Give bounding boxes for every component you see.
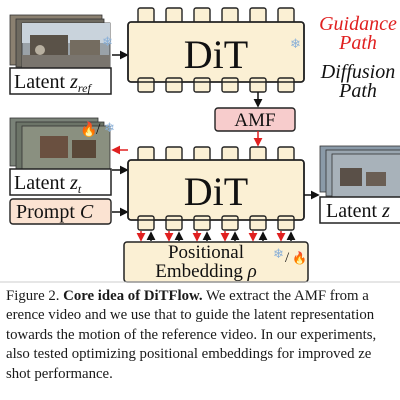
legend-diffusion-line2: Path — [338, 80, 377, 102]
reference-video-frames — [9, 14, 111, 72]
caption-line-4: also tested optimizing positional embedd… — [6, 346, 372, 363]
latent-ref-z: z — [69, 71, 78, 93]
caption-line-5: shot performance. — [6, 365, 113, 382]
caption-line-3: towards the motion of the reference vide… — [6, 326, 377, 343]
snowflake-icon: ❄ — [290, 36, 301, 51]
legend-guidance-line2: Path — [338, 32, 377, 54]
pos-emb-line1: Positional — [168, 242, 244, 263]
latent-t-sub: t — [78, 182, 82, 196]
latent-out-z: z — [381, 200, 390, 222]
dit-bottom: DiT — [127, 146, 305, 231]
figure-caption: Figure 2. Core idea of DiTFlow. We extra… — [6, 287, 398, 395]
amf-label: AMF — [234, 110, 275, 131]
pos-emb-arrows — [136, 231, 296, 242]
latent-t-box: Latent zt — [9, 168, 112, 196]
snowflake-icon: ❄ — [104, 120, 115, 135]
fire-icon: 🔥 — [80, 121, 97, 138]
svg-text:Latent z: Latent z — [326, 200, 390, 222]
svg-text:Prompt C: Prompt C — [16, 201, 94, 223]
fire-icon: 🔥 — [292, 251, 307, 265]
latent-out-prefix: Latent — [326, 200, 382, 222]
caption-title: Core idea of DiTFlow. — [63, 288, 203, 304]
caption-line-1: Figure 2. Core idea of DiTFlow. We extra… — [6, 287, 398, 306]
pos-emb-rho: ρ — [247, 261, 257, 282]
legend-diffusion-line1: Diffusion — [320, 61, 395, 83]
icon-separator: / — [285, 250, 290, 266]
prompt-prefix: Prompt — [16, 201, 80, 223]
dit-bottom-label: DiT — [184, 169, 248, 214]
latent-t-z: z — [69, 172, 78, 194]
svg-text:Latent zref: Latent zref — [14, 71, 92, 95]
method-figure: Latent zref ❄ DiT ❄ Guidance Path Diffus… — [0, 7, 400, 283]
icon-separator: / — [96, 121, 101, 138]
amf-box: AMF — [214, 107, 296, 132]
noisy-video-frames — [9, 117, 111, 173]
dit-top-label: DiT — [184, 32, 248, 77]
pos-emb-line2: Embedding — [155, 261, 247, 282]
snowflake-icon: ❄ — [273, 246, 284, 261]
caption-line-2: erence video and we use that to guide th… — [6, 307, 375, 324]
prompt-c: C — [80, 201, 94, 223]
caption-line1-rest: We extract the AMF from a — [206, 288, 369, 304]
caption-fig-label: Figure 2. — [6, 288, 60, 304]
prompt-box: Prompt C — [9, 198, 112, 225]
snowflake-icon: ❄ — [102, 34, 113, 49]
output-video-frames — [319, 145, 400, 199]
dit-top: DiT — [127, 7, 305, 93]
legend: Guidance Path Diffusion Path — [319, 13, 397, 102]
legend-guidance-line1: Guidance — [319, 13, 397, 35]
latent-t-prefix: Latent — [14, 172, 70, 194]
latent-ref-sub: ref — [78, 81, 93, 95]
latent-out-box: Latent z — [319, 196, 400, 224]
latent-ref-prefix: Latent — [14, 71, 70, 93]
positional-embedding-box: Positional Embedding ρ — [123, 241, 309, 283]
svg-text:Embedding ρ: Embedding ρ — [155, 261, 256, 282]
svg-text:Latent zt: Latent zt — [14, 172, 82, 196]
latent-ref-box: Latent zref — [9, 67, 112, 95]
